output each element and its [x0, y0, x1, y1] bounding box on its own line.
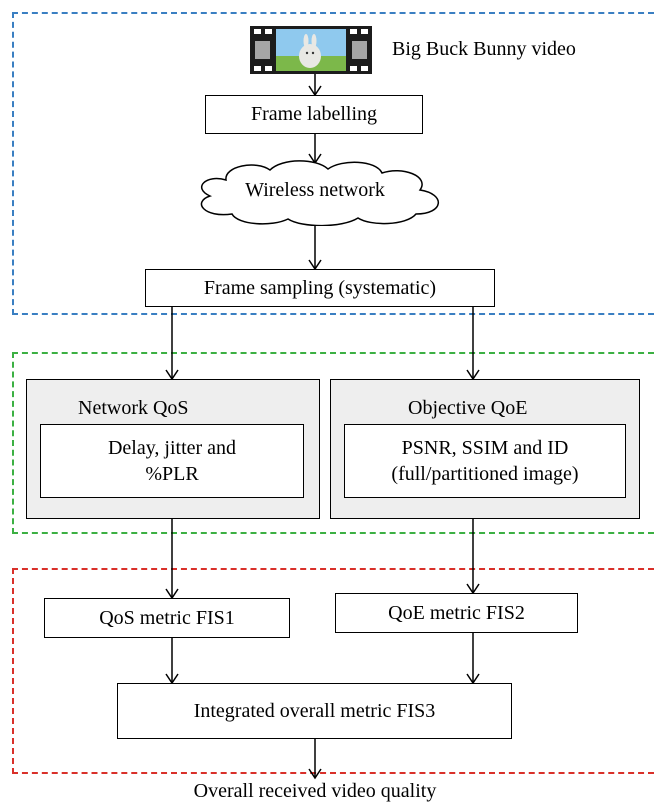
- network-qos-line-1: Delay, jitter and: [107, 437, 237, 459]
- cloud-icon: [200, 160, 439, 226]
- objective-qoe-line-2: (full/partitioned image): [391, 463, 579, 485]
- section-fuzzy-metrics: [12, 568, 654, 774]
- qoe-metric-box: QoE metric FIS2: [335, 593, 578, 633]
- objective-qoe-line-1: PSNR, SSIM and ID: [401, 437, 569, 459]
- network-qos-line-2: %PLR: [145, 463, 199, 485]
- qos-metric-label: QoS metric FIS1: [99, 606, 235, 629]
- frame-sampling-box: Frame sampling (systematic): [145, 269, 495, 307]
- video-label: Big Buck Bunny video: [392, 38, 576, 60]
- objective-qoe-body: PSNR, SSIM and ID (full/partitioned imag…: [344, 424, 626, 498]
- frame-labelling-label: Frame labelling: [250, 103, 378, 125]
- integrated-metric-label: Integrated overall metric FIS3: [193, 699, 436, 722]
- wireless-network-label: Wireless network: [245, 179, 385, 201]
- qos-metric-box: QoS metric FIS1: [44, 598, 290, 638]
- output-label: Overall received video quality: [193, 780, 437, 802]
- frame-labelling-box: Frame labelling: [205, 95, 423, 134]
- network-qos-body: Delay, jitter and %PLR: [40, 424, 304, 498]
- frame-sampling-label: Frame sampling (systematic): [203, 276, 437, 299]
- section-video-transmission: [12, 12, 654, 315]
- qoe-metric-label: QoE metric FIS2: [388, 601, 525, 624]
- integrated-metric-box: Integrated overall metric FIS3: [117, 683, 512, 739]
- objective-qoe-title: Objective QoE: [408, 397, 528, 419]
- section-quality-assessment: [12, 352, 654, 534]
- film-strip-icon: [250, 26, 372, 74]
- network-qos-title: Network QoS: [78, 397, 189, 419]
